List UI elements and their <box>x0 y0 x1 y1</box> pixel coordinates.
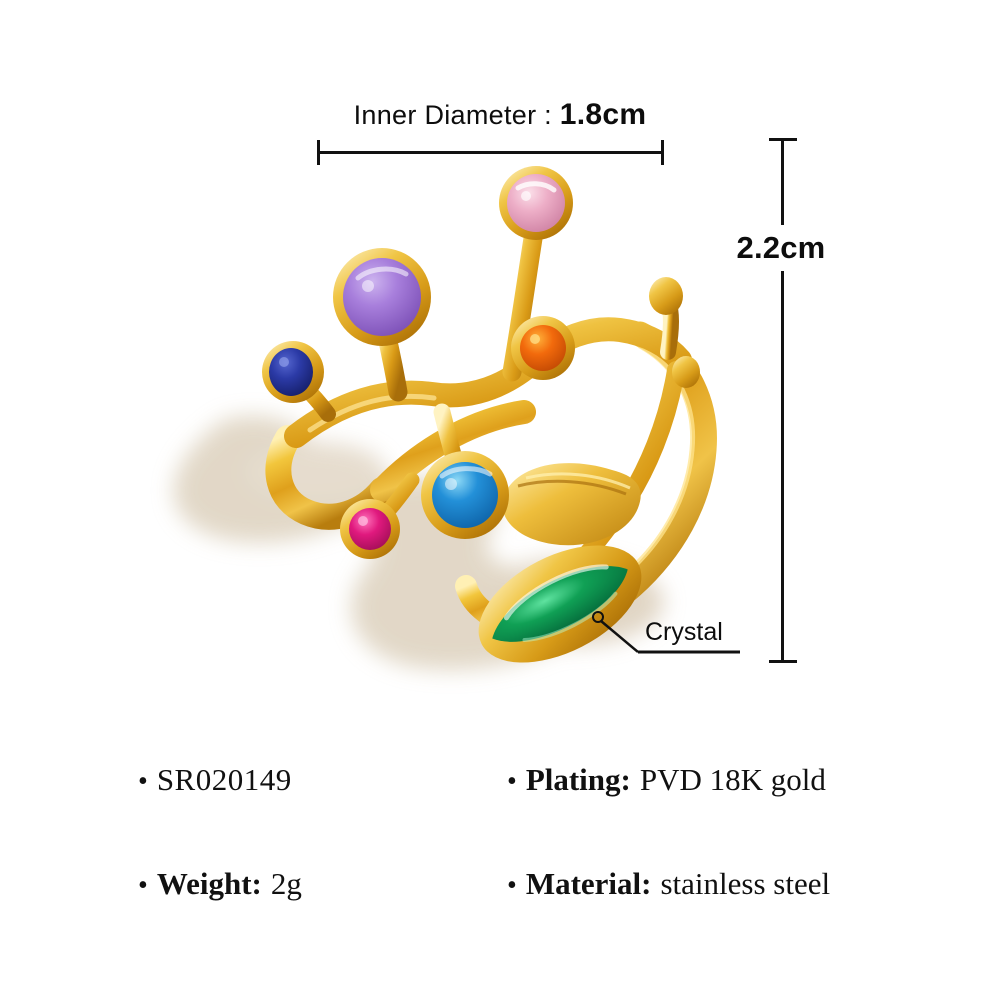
inner-diameter-tick-right <box>661 140 664 165</box>
spec-value-sku: SR020149 <box>156 762 292 797</box>
gem-purple-crystal <box>333 248 431 346</box>
crystal-callout-leader <box>592 611 740 654</box>
spec-value-plating: PVD 18K gold <box>639 762 826 797</box>
height-dimension-line <box>781 138 784 663</box>
gem-green-crystal <box>478 545 642 663</box>
spec-item-sku: • SR020149 <box>138 762 292 798</box>
spec-key-plating: Plating: <box>525 762 631 797</box>
spec-item-plating: • Plating: PVD 18K gold <box>507 762 826 798</box>
branch-bud <box>649 277 683 315</box>
spec-value-weight: 2g <box>270 866 302 901</box>
bullet-icon: • <box>507 870 517 901</box>
spec-item-weight: • Weight: 2g <box>138 866 302 902</box>
spec-key-weight: Weight: <box>156 866 262 901</box>
spec-item-material: • Material: stainless steel <box>507 866 830 902</box>
inner-diameter-label-text: Inner Diameter : <box>353 100 552 130</box>
height-tick-bottom <box>769 660 797 663</box>
gem-orange-crystal <box>511 316 575 380</box>
gem-pink-crystal <box>499 166 573 240</box>
inner-diameter-line <box>317 151 663 154</box>
bullet-icon: • <box>138 766 148 797</box>
gem-blue-crystal <box>262 341 324 403</box>
inner-diameter-value: 1.8cm <box>559 98 647 131</box>
product-image <box>120 120 740 700</box>
height-tick-top <box>769 138 797 141</box>
bullet-icon: • <box>138 870 148 901</box>
spec-value-material: stainless steel <box>660 866 831 901</box>
gem-cyan-crystal <box>421 451 509 539</box>
gem-magenta-crystal <box>340 499 400 559</box>
inner-diameter-label: Inner Diameter : 1.8cm <box>0 98 1000 132</box>
crystal-callout-label: Crystal <box>645 618 723 646</box>
spec-row-1: • SR020149 • Plating: PVD 18K gold <box>0 762 1000 822</box>
spec-row-2: • Weight: 2g • Material: stainless steel <box>0 866 1000 926</box>
inner-diameter-tick-left <box>317 140 320 165</box>
gold-leaf <box>502 463 641 546</box>
spec-list: • SR020149 • Plating: PVD 18K gold • Wei… <box>0 762 1000 942</box>
ring-illustration <box>173 166 717 670</box>
spec-key-material: Material: <box>525 866 652 901</box>
height-value: 2.2cm <box>706 225 856 271</box>
branch-nub <box>672 356 700 388</box>
bullet-icon: • <box>507 766 517 797</box>
